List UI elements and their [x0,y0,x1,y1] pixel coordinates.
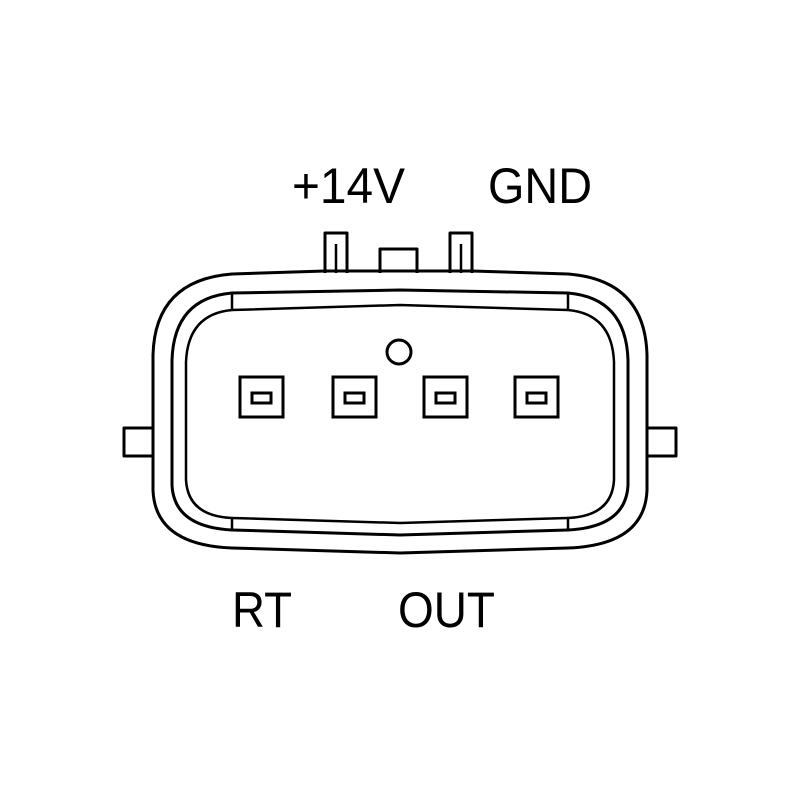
top-latch-center [378,247,419,273]
terminal-4 [513,375,560,419]
connector-housing [122,231,678,555]
top-tab-left [323,231,349,273]
terminals [238,375,560,419]
terminal-2 [331,375,378,419]
side-ear-right [647,426,678,458]
side-ear-left [122,426,153,458]
outer-shell [151,269,649,555]
label-rt: RT [232,582,292,638]
label-plus-14v: +14V [292,158,406,214]
terminal-1 [238,375,285,419]
label-out: OUT [398,582,495,638]
label-gnd: GND [488,158,592,214]
polarizing-key [385,338,413,366]
top-tab-right [448,231,474,273]
terminal-3 [422,375,469,419]
